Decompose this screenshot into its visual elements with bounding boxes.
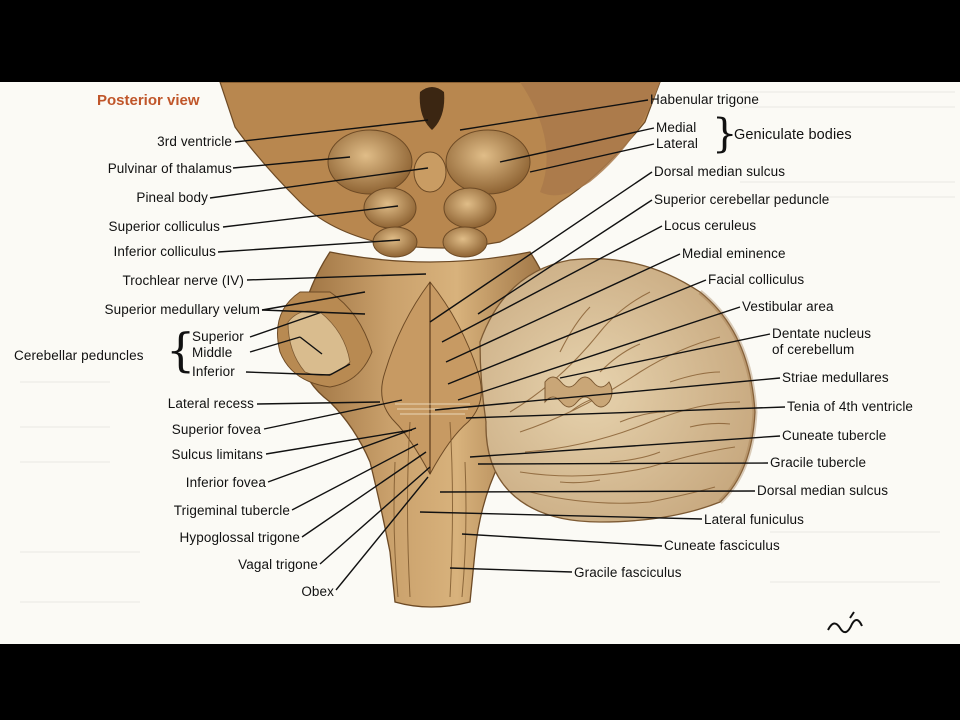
cerebellar-folia <box>509 291 741 504</box>
label-3rd-ventricle: 3rd ventricle <box>157 134 232 149</box>
label-vestibular-area: Vestibular area <box>742 299 834 314</box>
label-facial-colliculus: Facial colliculus <box>708 272 805 287</box>
brace-left: { <box>166 323 196 377</box>
label-locus-ceruleus: Locus ceruleus <box>664 218 757 233</box>
label-geniculate-lateral: Lateral <box>656 136 698 151</box>
label-dorsal-median-sulcus-top: Dorsal median sulcus <box>654 164 786 179</box>
label-inferior-fovea: Inferior fovea <box>185 475 266 490</box>
label-trochlear-nerve: Trochlear nerve (IV) <box>122 273 244 288</box>
label-superior-fovea: Superior fovea <box>171 422 261 437</box>
left-peduncle-cut <box>287 310 351 376</box>
brace-right: } <box>712 111 738 157</box>
label-habenular-trigone: Habenular trigone <box>650 92 760 107</box>
label-geniculate-medial: Medial <box>656 120 697 135</box>
label-cuneate-fasciculus: Cuneate fasciculus <box>664 538 780 553</box>
label-of-cerebellum: of cerebellum <box>772 342 855 357</box>
label-lateral-funiculus: Lateral funiculus <box>704 512 805 527</box>
cerebellum-section <box>479 258 756 523</box>
label-pineal-body: Pineal body <box>136 190 208 205</box>
brainstem-illustration <box>20 82 955 634</box>
label-peduncle-superior: Superior <box>192 329 244 344</box>
label-dentate-nucleus: Dentate nucleus <box>772 326 872 341</box>
label-hypoglossal-trigone: Hypoglossal trigone <box>179 530 300 545</box>
label-dorsal-median-sulcus-bottom: Dorsal median sulcus <box>757 483 889 498</box>
label-gracile-fasciculus: Gracile fasciculus <box>574 565 682 580</box>
label-inferior-colliculus: Inferior colliculus <box>113 244 216 259</box>
label-medial-eminence: Medial eminence <box>682 246 786 261</box>
label-striae-medullares: Striae medullares <box>782 370 889 385</box>
label-geniculate-bodies: Geniculate bodies <box>734 127 852 143</box>
handwritten-mark <box>827 611 863 634</box>
label-tenia-4th-ventricle: Tenia of 4th ventricle <box>787 399 914 414</box>
anatomy-plate: Posterior view 3rd ventricle Pulvinar of… <box>0 82 960 644</box>
label-cuneate-tubercle: Cuneate tubercle <box>782 428 887 443</box>
label-vagal-trigone: Vagal trigone <box>238 557 318 572</box>
label-lateral-recess: Lateral recess <box>167 396 254 411</box>
leader-lines <box>209 99 786 591</box>
label-trigeminal-tubercle: Trigeminal tubercle <box>173 503 290 518</box>
label-obex: Obex <box>301 584 334 599</box>
label-peduncle-middle: Middle <box>192 345 233 360</box>
label-superior-cerebellar-peduncle: Superior cerebellar peduncle <box>654 192 830 207</box>
third-ventricle <box>419 87 445 130</box>
label-sulcus-limitans: Sulcus limitans <box>171 447 263 462</box>
label-pulvinar: Pulvinar of thalamus <box>107 161 232 176</box>
view-title: Posterior view <box>97 92 200 109</box>
label-peduncle-inferior: Inferior <box>192 364 235 379</box>
label-gracile-tubercle: Gracile tubercle <box>770 455 867 470</box>
label-cerebellar-peduncles: Cerebellar peduncles <box>14 348 144 363</box>
label-superior-colliculus: Superior colliculus <box>108 219 220 234</box>
label-superior-medullary-velum: Superior medullary velum <box>104 302 260 317</box>
